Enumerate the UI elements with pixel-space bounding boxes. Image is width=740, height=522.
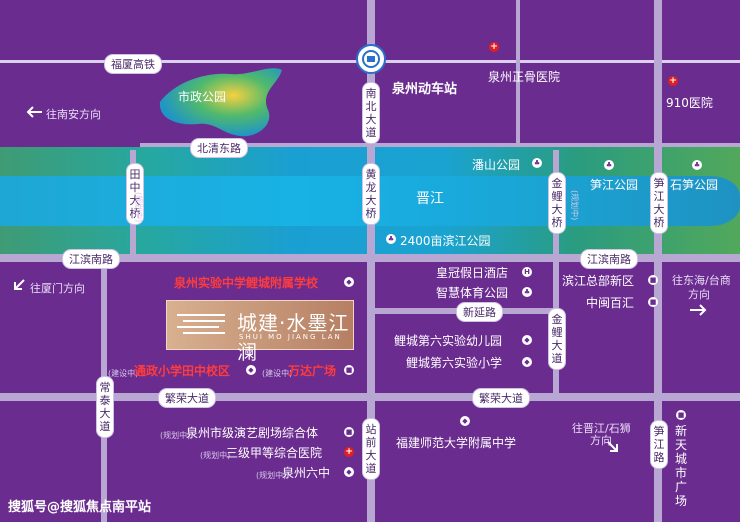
direction-label-2: 方向 (590, 434, 612, 447)
tongzheng-school-label: 通政小学田中校区 (134, 364, 231, 378)
quanzhou-orthopedic-label: 泉州正骨医院 (488, 70, 561, 84)
binjiang-hq-label: 滨江总部新区 (562, 274, 635, 288)
jinli-bridge-label: 金鲤大桥 (548, 172, 566, 234)
building-icon: ■ (648, 275, 658, 285)
planned-note-2: (规划中) (570, 190, 579, 221)
to-nanan-label: 往南安方向 (46, 108, 101, 121)
mall-icon: ■ (344, 365, 354, 375)
nanbei-road (367, 0, 375, 522)
project-name-cn: 城建·水墨江澜 (237, 311, 350, 364)
hotel-icon: H (522, 267, 532, 277)
under-construction-note-2: (建设中) (262, 369, 293, 378)
school-icon: ◆ (522, 335, 532, 345)
fanrong-avenue-right-label: 繁荣大道 (472, 388, 530, 408)
project-name-en: SHUI MO JIANG LAN (239, 333, 342, 341)
park-icon: ♣ (522, 287, 532, 297)
hospital-icon: + (344, 447, 354, 457)
xintiancheng-plaza-label: 新天城市广场 (674, 424, 687, 508)
licheng-primary-label: 鲤城第六实验小学 (406, 356, 503, 370)
school-icon: ◆ (344, 277, 354, 287)
binjiang-park-label: 2400亩滨江公园 (400, 234, 491, 248)
sunjiang-bridge-label: 笋江大桥 (650, 172, 668, 234)
zhongmin-baihui-label: 中闽百汇 (586, 296, 635, 310)
school-icon: ◆ (246, 365, 256, 375)
fujian-normal-label: 福建师范大学附属中学 (396, 436, 517, 450)
smart-sports-park-label: 智慧体育公园 (436, 286, 509, 300)
shizheng-park-shape (159, 68, 282, 137)
sunjiang-road-label: 笋江路 (650, 420, 668, 469)
jiangbin-south-road-right-label: 江滨南路 (580, 249, 638, 269)
to-donghai-label: 往东海/台商 (672, 274, 731, 287)
licheng-kindergarten-label: 鲤城第六实验幼儿园 (394, 334, 503, 348)
xinyan-road-label: 新延路 (456, 302, 503, 322)
under-construction-note: (建设中) (108, 369, 139, 378)
huangguan-hotel-label: 皇冠假日酒店 (436, 266, 509, 280)
huanglong-bridge-label: 黄龙大桥 (362, 163, 380, 225)
park-icon: ♣ (386, 234, 396, 244)
to-xiamen-label: 往厦门方向 (30, 282, 85, 295)
tianzhong-bridge-label: 田中大桥 (126, 163, 144, 225)
arrow-left-icon (26, 106, 42, 118)
east-road (516, 0, 520, 147)
fanrong-avenue-left-label: 繁荣大道 (158, 388, 216, 408)
changtai-avenue-label: 常泰大道 (96, 376, 114, 438)
park-icon: ♣ (604, 160, 614, 170)
school-icon: ◆ (344, 467, 354, 477)
sunjiang-park-label: 笋江公园 (590, 178, 639, 192)
quanzhou-no6-label: 泉州六中 (282, 466, 331, 480)
art-theater-label: 泉州市级演艺剧场综合体 (186, 426, 319, 440)
building-icon: ■ (648, 297, 658, 307)
planned-note-4: (规划中) (200, 451, 231, 460)
panshan-park-label: 潘山公园 (472, 158, 521, 172)
nanbei-avenue-label: 南北大道 (362, 82, 380, 144)
jinjiang-river-label: 晋江 (416, 191, 444, 207)
project-logo: 城建·水墨江澜 SHUI MO JIANG LAN (166, 300, 354, 364)
beiqing-east-road-label: 北清东路 (190, 138, 248, 158)
quanzhou-station-label: 泉州动车站 (392, 82, 458, 97)
shisun-park-label: 石笋公园 (670, 178, 719, 192)
wanda-plaza-label: 万达广场 (288, 364, 337, 378)
shizheng-park-label: 市政公园 (178, 90, 227, 104)
school-affiliate-label: 泉州实验中学鲤城附属学校 (174, 276, 319, 290)
watermark: 搜狐号@搜狐焦点南平站 (8, 500, 152, 515)
jinli-road (553, 150, 559, 395)
to-jinjiang-shishi-label: 往晋江/石狮 (572, 422, 631, 435)
hospital-icon: + (668, 76, 678, 86)
planned-note-5: (规划中) (256, 471, 287, 480)
jinli-avenue-label: 金鲤大道 (548, 308, 566, 370)
mall-icon: ■ (676, 410, 686, 420)
planned-note: (规划中) (134, 192, 143, 223)
fuxia-railway-label: 福厦高铁 (104, 54, 162, 74)
hospital-icon: + (489, 42, 499, 52)
building-icon: ■ (344, 427, 354, 437)
sunjiang-road-v (654, 0, 662, 522)
project-mark-icon (177, 314, 225, 334)
station-front-avenue-label: 站前大道 (362, 418, 380, 480)
park-icon: ♣ (692, 160, 702, 170)
beiqing-road (140, 143, 740, 147)
arrow-down-left-icon (14, 279, 25, 290)
arrow-right-icon (690, 304, 707, 316)
tier3-hospital-label: 三级甲等综合医院 (226, 446, 323, 460)
arrow-down-right-icon (607, 441, 618, 452)
planned-note-3: (规划中) (160, 431, 191, 440)
school-icon: ◆ (522, 357, 532, 367)
hospital-910-label: 910医院 (666, 96, 713, 110)
direction-label: 方向 (688, 288, 710, 301)
park-icon: ♣ (532, 158, 542, 168)
school-icon: ◆ (460, 416, 470, 426)
station-icon (356, 44, 386, 74)
jiangbin-south-road-left-label: 江滨南路 (62, 249, 120, 269)
